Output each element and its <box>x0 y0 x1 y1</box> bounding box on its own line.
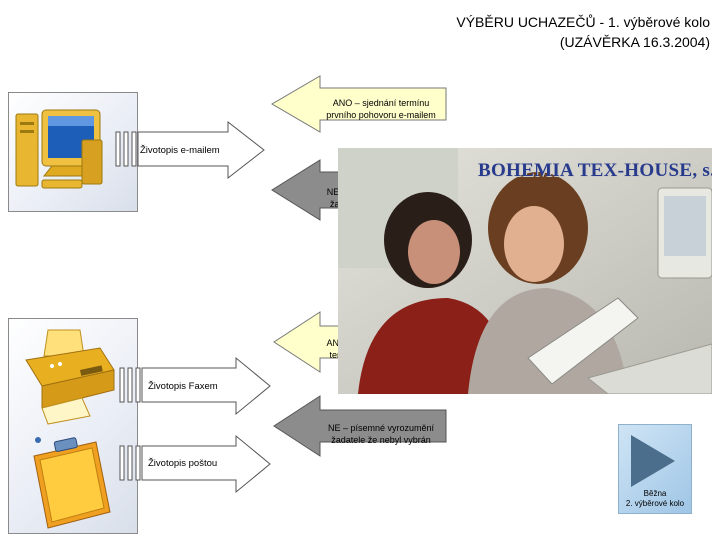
post-input-arrow <box>119 434 271 494</box>
post-no-arrow <box>273 395 447 457</box>
next-round-label-line2: 2. výběrové kolo <box>625 499 685 508</box>
post-no-label: NE – písemné vyrozumění žadatele že neby… <box>327 423 435 445</box>
play-icon <box>631 435 675 487</box>
office-photo: BOHEMIA TEX-HOUSE, s.r.o. <box>338 148 712 394</box>
next-round-label: Běžna 2. výběrové kolo <box>619 489 691 509</box>
email-yes-arrow <box>271 75 447 133</box>
clipboard-icon <box>33 437 111 529</box>
company-logo-text: BOHEMIA TEX-HOUSE, s.r.o. <box>478 160 712 181</box>
title-line2: (UZÁVĚRKA 16.3.2004) <box>559 34 710 50</box>
post-input-label: Životopis poštou <box>148 458 218 469</box>
fax-input-arrow <box>119 356 271 416</box>
office-photo-illustration <box>338 148 712 394</box>
fax-input-label: Životopis Faxem <box>148 381 218 392</box>
next-round-label-line1: Běžna <box>643 489 667 498</box>
title-line1: VÝBĚRU UCHAZEČŮ - 1. výběrové kolo <box>456 14 710 30</box>
printer-icon <box>25 329 115 425</box>
page-title: VÝBĚRU UCHAZEČŮ - 1. výběrové kolo (UZÁV… <box>290 12 710 52</box>
email-yes-label: ANO – sjednání termínu prvního pohovoru … <box>326 98 436 120</box>
computer-icon <box>15 109 103 189</box>
email-input-arrow <box>115 120 265 180</box>
next-round-button[interactable]: Běžna 2. výběrové kolo <box>618 424 692 514</box>
email-input-label: Životopis e-mailem <box>140 145 220 156</box>
